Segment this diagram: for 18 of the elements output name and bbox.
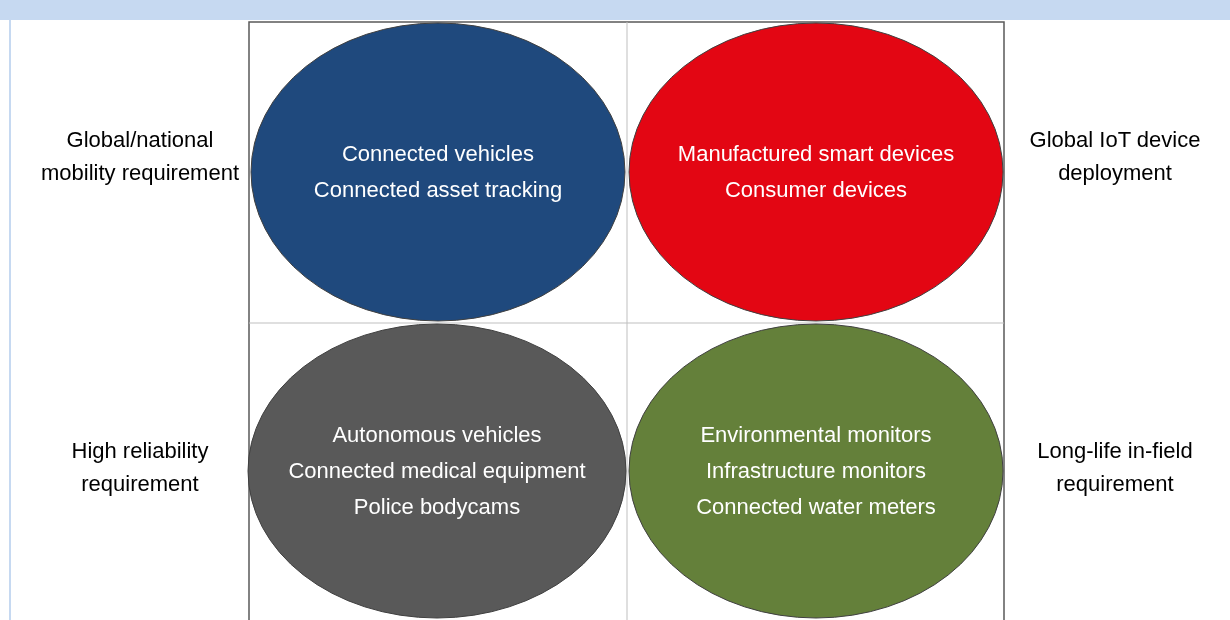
category-ellipse (250, 22, 626, 322)
category-text: Consumer devices (724, 176, 908, 204)
category-text: Manufactured smart devices (677, 140, 955, 168)
category-text: Connected water meters (696, 493, 936, 521)
axis-label: Global IoT device deployment (1028, 126, 1202, 187)
category-text: Infrastructure monitors (705, 457, 927, 485)
category-text: Environmental monitors (700, 421, 932, 449)
category-ellipse (247, 323, 627, 619)
axis-label: Global/national mobility requirement (39, 126, 241, 187)
category-text: Connected asset tracking (313, 176, 563, 204)
category-ellipse (628, 22, 1004, 322)
category-text: Police bodycams (353, 493, 521, 521)
category-ellipse (628, 323, 1004, 619)
category-text: Connected medical equipment (288, 457, 586, 485)
axis-label: Long-life in-field requirement (1036, 437, 1194, 498)
category-text: Autonomous vehicles (332, 421, 542, 449)
category-text: Connected vehicles (342, 140, 534, 168)
axis-label: High reliability requirement (70, 437, 210, 498)
